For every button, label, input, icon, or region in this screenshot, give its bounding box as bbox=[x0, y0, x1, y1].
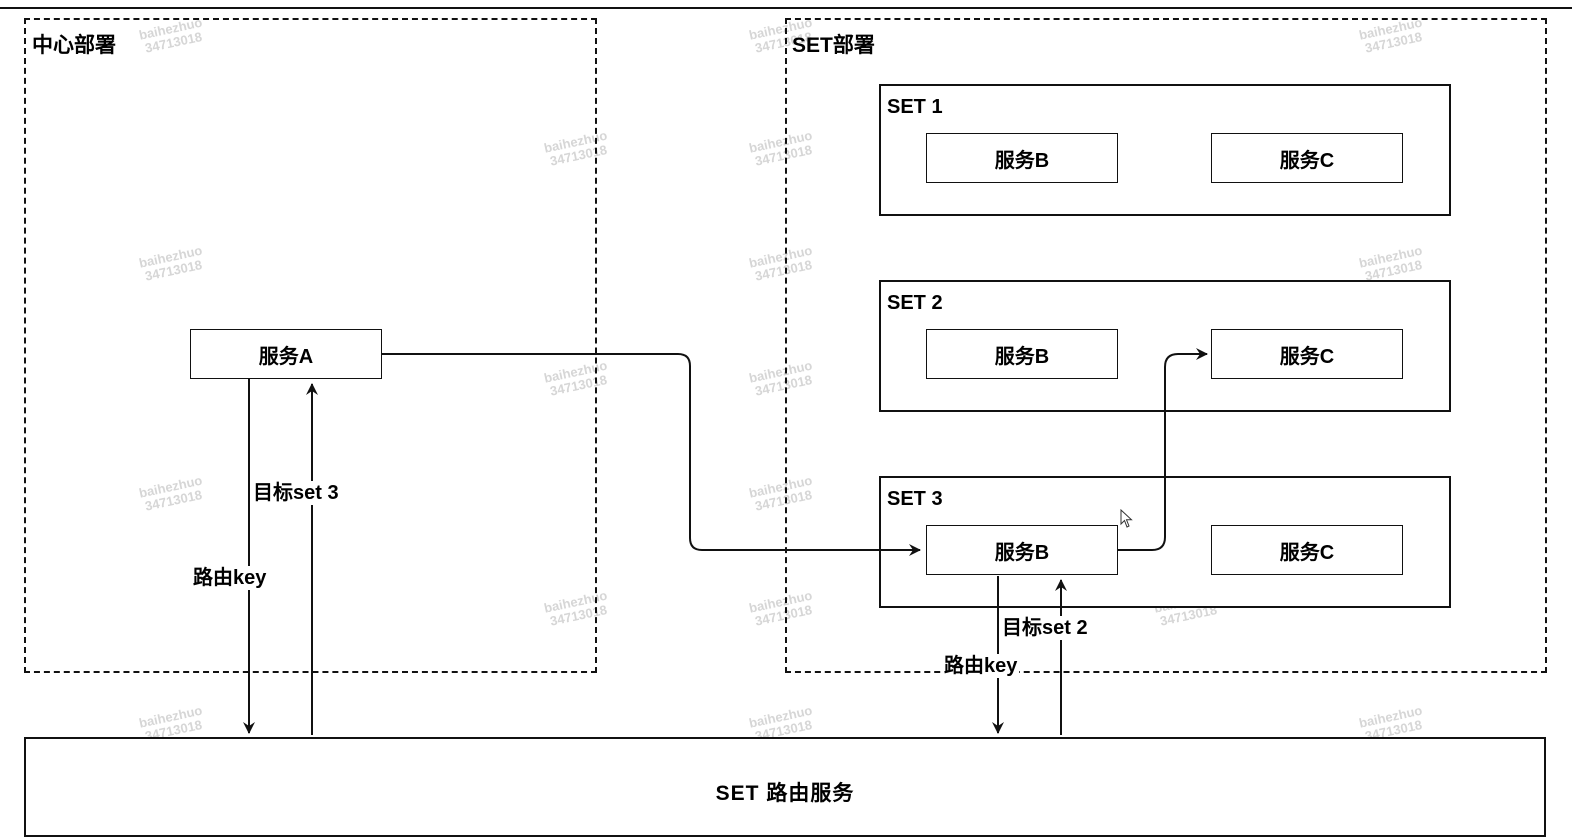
set-2-title: SET 2 bbox=[887, 292, 943, 314]
arrow-a-to-set3-b bbox=[382, 353, 921, 556]
label-a-route-key: 路由key bbox=[191, 566, 269, 590]
set-3-service-c: 服务C bbox=[1211, 525, 1403, 575]
set-3-title: SET 3 bbox=[887, 488, 943, 510]
label-b-route-key: 路由key bbox=[942, 654, 1020, 678]
set-1-service-b: 服务B bbox=[926, 133, 1118, 183]
central-deployment-zone bbox=[24, 18, 597, 673]
set-router-label: SET 路由服务 bbox=[715, 782, 855, 805]
arrow-set3-b-to-set2-c bbox=[1118, 348, 1208, 551]
mouse-cursor-icon bbox=[1120, 509, 1133, 528]
set-1-service-c: 服务C bbox=[1211, 133, 1403, 183]
set-deployment-title: SET部署 bbox=[792, 34, 875, 57]
label-a-target-set: 目标set 3 bbox=[251, 481, 341, 505]
connector-layer bbox=[243, 348, 1208, 735]
central-deployment-title: 中心部署 bbox=[32, 34, 116, 57]
service-a: 服务A bbox=[190, 329, 382, 379]
top-divider-line bbox=[0, 7, 1572, 9]
set-3-service-b: 服务B bbox=[926, 525, 1118, 575]
label-b-target-set: 目标set 2 bbox=[1000, 616, 1090, 640]
set-2-service-b: 服务B bbox=[926, 329, 1118, 379]
set-2-service-c: 服务C bbox=[1211, 329, 1403, 379]
set-1-title: SET 1 bbox=[887, 96, 943, 118]
set-deployment-zone bbox=[785, 18, 1547, 673]
